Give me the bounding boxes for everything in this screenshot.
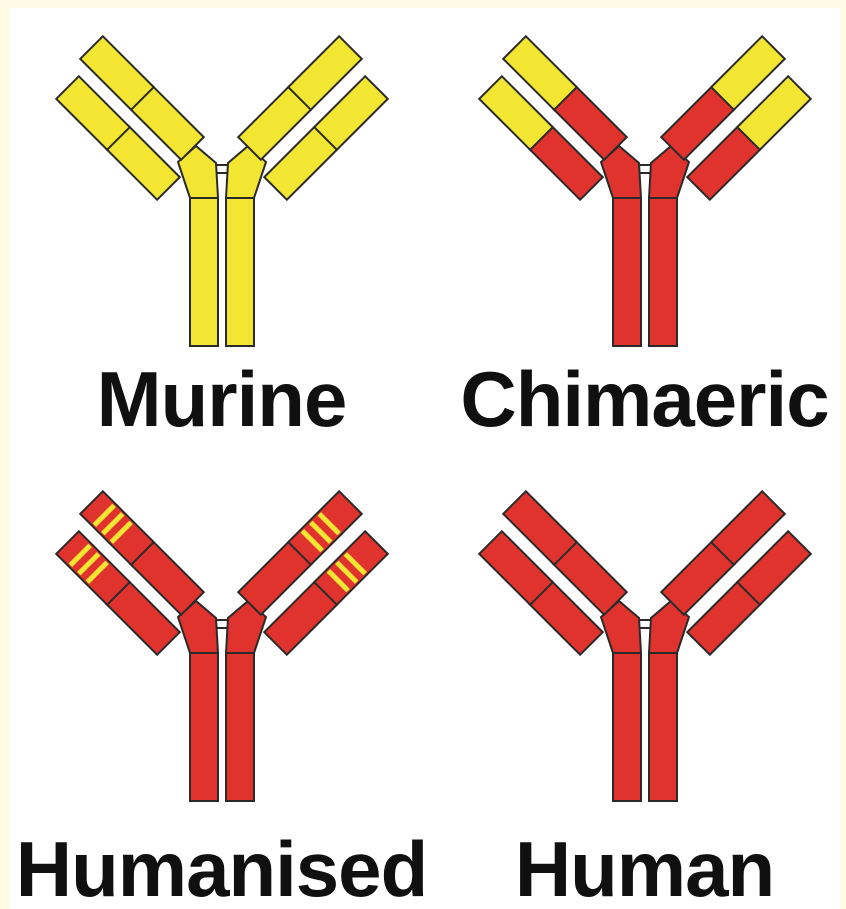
murine-label: Murine: [10, 360, 433, 438]
antibody-shape: [56, 36, 388, 346]
right-heavy-chain-stem: [226, 198, 254, 346]
human-label: Human: [433, 830, 846, 908]
murine-antibody-icon: [10, 8, 433, 353]
chimaeric-antibody-icon: [433, 8, 846, 353]
left-heavy-chain-stem: [613, 198, 641, 346]
antibody-shape: [479, 36, 811, 346]
antibody-shape: [56, 491, 388, 801]
right-heavy-chain-stem: [226, 653, 254, 801]
humanised-antibody-panel: Humanised: [10, 463, 433, 909]
left-heavy-chain-stem: [190, 198, 218, 346]
humanised-antibody-icon: [10, 463, 433, 808]
right-heavy-chain-stem: [649, 198, 677, 346]
murine-antibody-panel: Murine: [10, 8, 433, 458]
human-antibody-icon: [433, 463, 846, 808]
left-heavy-chain-stem: [613, 653, 641, 801]
right-heavy-chain-stem: [649, 653, 677, 801]
chimaeric-label: Chimaeric: [433, 360, 846, 438]
left-heavy-chain-stem: [190, 653, 218, 801]
antibody-figure-group: [56, 36, 388, 346]
antibody-figure-group: [56, 491, 388, 801]
antibody-figure-group: [479, 491, 811, 801]
antibody-figure-group: [479, 36, 811, 346]
human-antibody-panel: Human: [433, 463, 846, 909]
antibody-shape: [479, 491, 811, 801]
humanised-label: Humanised: [10, 830, 433, 908]
chimaeric-antibody-panel: Chimaeric: [433, 8, 846, 458]
